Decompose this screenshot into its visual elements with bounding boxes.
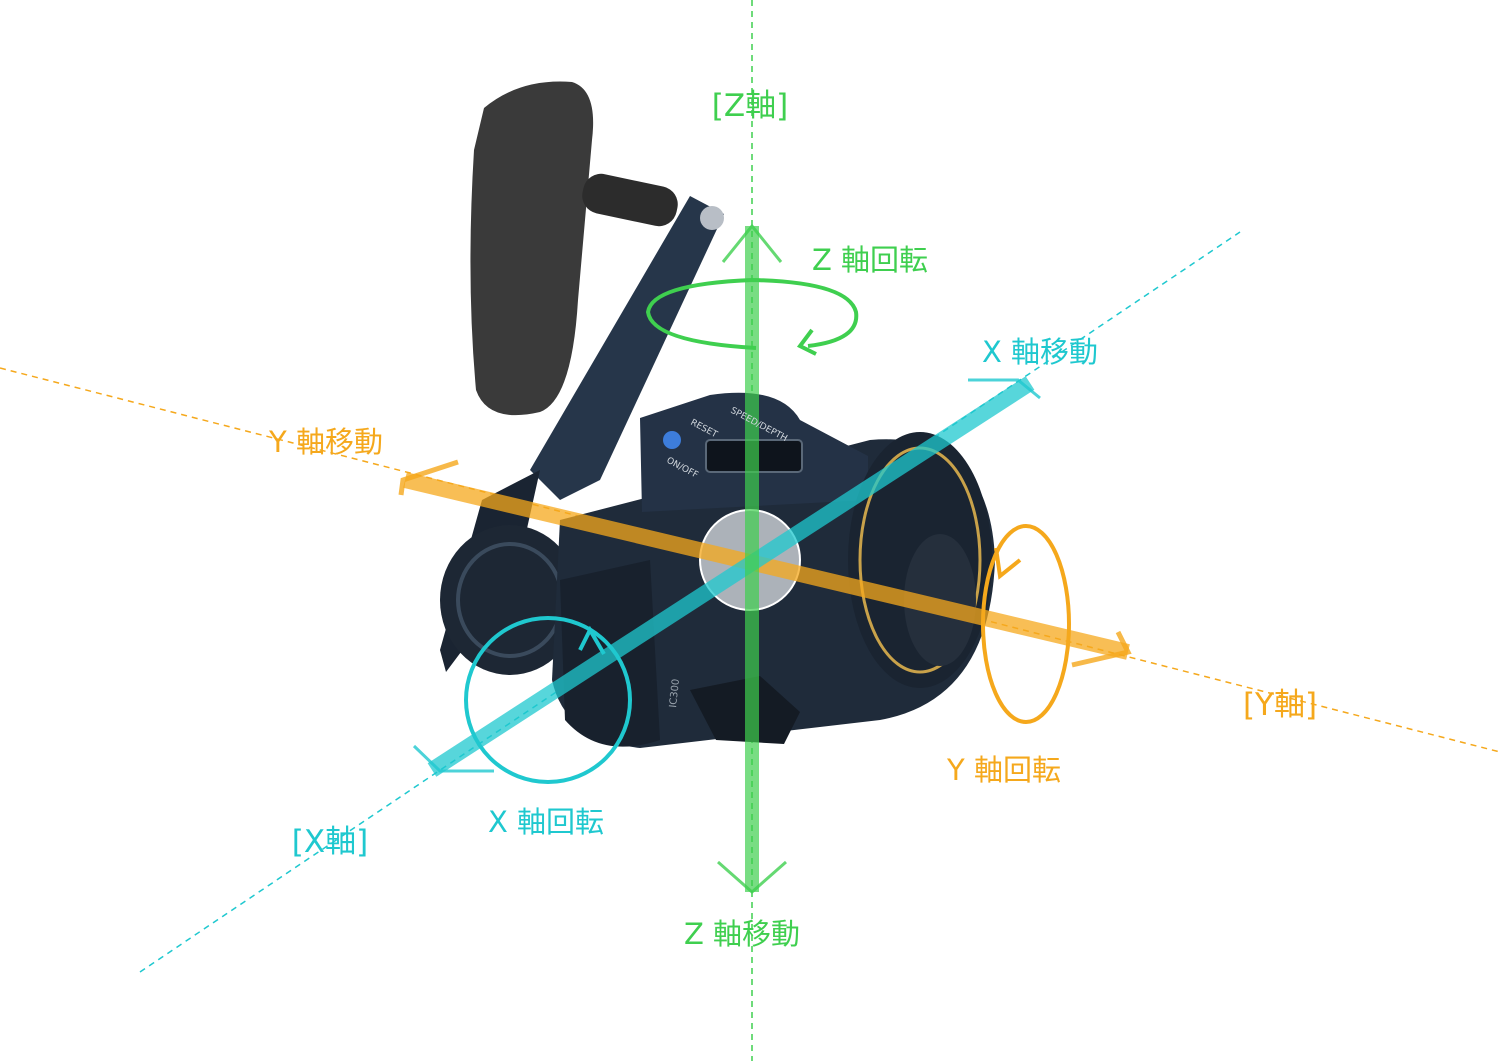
z-axis-name: [Z軸] [712,88,788,124]
y-axis-bar [403,472,1130,660]
fishing-reel [440,81,995,748]
y-axis-name: [Y軸] [1243,687,1317,723]
x-axis-group [412,376,1041,784]
z-axis-group [645,223,859,895]
x-movement-label: X 軸移動 [982,335,1098,369]
z-rotation-label: Z 軸回転 [812,243,928,277]
x-axis-bar [427,376,1035,777]
y-rotation-label: Y 軸回転 [946,753,1061,787]
y-rotation-arrow [981,524,1071,724]
x-rotation-arrow-head [578,625,606,656]
z-arrow-head-top [721,223,783,263]
z-rotation-arrow [645,277,859,350]
x-arrow-head-lower [412,744,494,773]
x-arrow-head-upper [968,378,1041,400]
y-movement-label: Y 軸移動 [268,425,383,459]
handle-neck [582,173,678,227]
handle-knob [470,81,594,416]
handle-arm [530,196,724,500]
x-axis-name: [X軸] [292,824,368,860]
z-rotation-arrow-head [796,328,817,356]
counter-button-blue [663,431,681,449]
z-arrow-head-bottom [717,860,787,895]
y-axis-group [398,459,1132,724]
side-plate [440,525,580,675]
handle-bolt [700,206,724,230]
x-rotation-arrow [464,616,632,784]
y-arrow-head-left [398,459,459,496]
reel-model-text: IC300 [668,678,682,708]
x-rotation-label: X 軸回転 [488,805,604,839]
y-arrow-head-right [1071,630,1132,668]
z-movement-label: Z 軸移動 [684,917,800,951]
y-rotation-arrow-head [994,547,1022,580]
